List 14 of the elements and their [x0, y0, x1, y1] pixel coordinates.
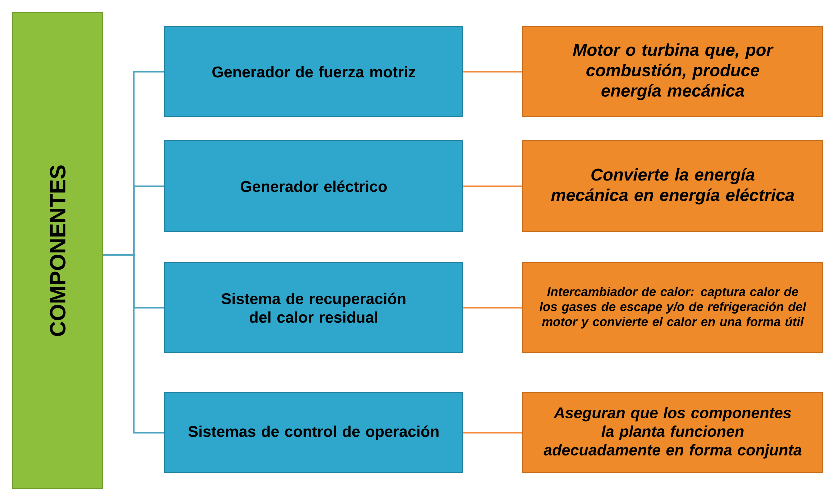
root-box: COMPONENTES — [12, 12, 104, 489]
component-box: Sistema de recuperación del calor residual — [164, 262, 464, 354]
description-box: Convierte la energía mecánica en energía eléctrica — [522, 140, 824, 232]
connector-line — [464, 71, 522, 73]
description-box: Aseguran que los componentes la planta funcionen adecuadamente en forma conjunta — [522, 392, 824, 474]
description-box: Motor o turbina que, por combustión, produce energía mecánica — [522, 26, 824, 118]
connector-line — [464, 307, 522, 309]
component-box: Generador de fuerza motriz — [164, 26, 464, 118]
connector-line — [464, 186, 522, 188]
connector-line — [464, 432, 522, 434]
description-box: Intercambiador de calor: captura calor de los gases de escape y/o de refrigeración del motor y convierte el calor en una forma útil — [522, 262, 824, 354]
component-box: Sistemas de control de operación — [164, 392, 464, 474]
component-box: Generador eléctrico — [164, 140, 464, 232]
connector-line — [104, 254, 164, 434]
